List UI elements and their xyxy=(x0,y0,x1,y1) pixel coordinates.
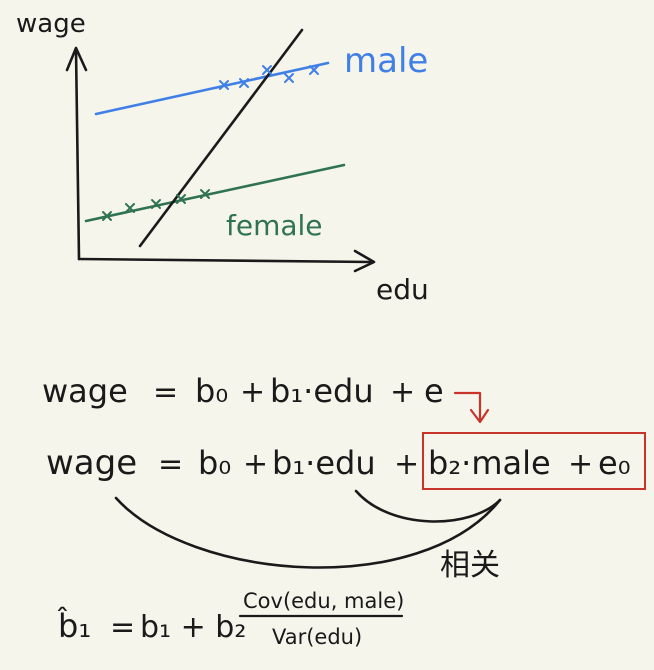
correlation-arc-edu-male xyxy=(354,489,502,523)
eq1-b0: b₀ xyxy=(195,372,228,410)
x-axis-label: edu xyxy=(376,273,429,306)
male-regression-line xyxy=(94,61,330,116)
formula-lhs: b̂₁ xyxy=(57,607,91,645)
y-axis xyxy=(74,48,81,261)
female-point xyxy=(200,189,210,199)
y-axis-arrowhead xyxy=(65,46,88,72)
eq1-equals: = xyxy=(153,375,178,410)
male-point xyxy=(262,65,272,75)
eq2-b2male: b₂·male xyxy=(428,444,551,482)
x-axis xyxy=(77,257,374,264)
female-data-points xyxy=(102,189,210,221)
equation-2: wage = b₀ + b₁·edu + b₂·male + e₀ xyxy=(46,443,631,483)
eq1-plus1: + xyxy=(240,375,265,410)
error-decomposition-arrow xyxy=(453,391,482,422)
eq2-b0: b₀ xyxy=(198,444,231,482)
eq1-error: e xyxy=(424,372,444,410)
correlated-label: 相关 xyxy=(440,548,500,583)
pooled-regression-line xyxy=(138,28,304,248)
female-point xyxy=(151,199,161,209)
formula-rhs: b₁ + b₂ xyxy=(140,610,246,645)
female-point xyxy=(176,194,186,204)
male-point xyxy=(309,65,319,75)
eq2-plus2: + xyxy=(394,447,419,482)
eq1-plus2: + xyxy=(390,375,415,410)
formula-denominator: Var(edu) xyxy=(272,625,362,649)
omitted-variable-box xyxy=(422,432,646,490)
eq2-equals: = xyxy=(158,447,183,482)
male-label: male xyxy=(344,41,428,81)
eq1-b1edu: b₁·edu xyxy=(270,372,374,410)
formula-numerator: Cov(edu, male) xyxy=(243,589,404,613)
x-axis-arrowhead xyxy=(353,249,376,273)
formula-equals: = xyxy=(110,610,135,645)
eq2-plus3: + xyxy=(568,447,593,482)
female-point xyxy=(102,211,112,221)
male-data-points xyxy=(219,65,319,90)
error-decomposition-arrowhead xyxy=(469,408,490,424)
male-point xyxy=(284,73,294,83)
female-label: female xyxy=(226,209,323,242)
equation-1: wage = b₀ + b₁·edu + e xyxy=(42,372,444,410)
eq2-lhs: wage xyxy=(46,443,137,483)
bias-formula: b̂₁ = b₁ + b₂ Cov(edu, male) Var(edu) xyxy=(57,589,404,649)
regression-sketch xyxy=(65,28,376,273)
correlation-arc-wage-male xyxy=(114,496,502,569)
eq2-plus1: + xyxy=(243,447,268,482)
eq2-b1edu: b₁·edu xyxy=(272,444,376,482)
male-point xyxy=(219,80,229,90)
eq2-error: e₀ xyxy=(598,444,631,482)
male-point xyxy=(239,78,249,88)
female-point xyxy=(125,203,135,213)
y-axis-label: wage xyxy=(16,9,86,39)
eq1-lhs: wage xyxy=(42,372,128,410)
female-regression-line xyxy=(84,163,346,223)
